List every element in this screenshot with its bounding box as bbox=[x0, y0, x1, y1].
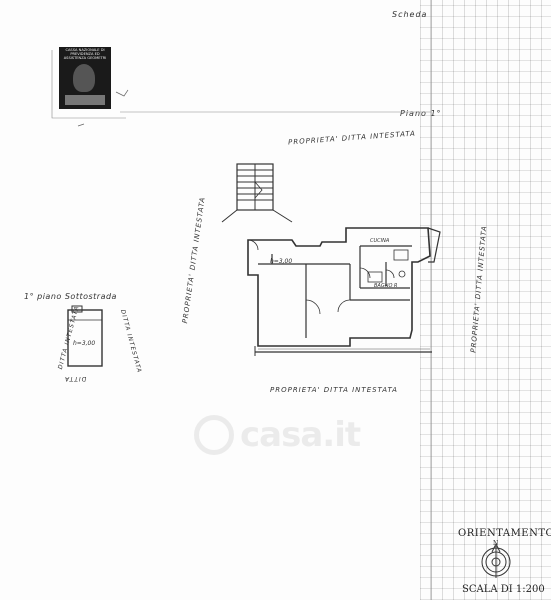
compass-rose bbox=[481, 542, 511, 578]
casa-it-watermark: casa.it bbox=[182, 405, 370, 465]
room-label-bagno: BAGNO R bbox=[374, 283, 398, 289]
logo-portrait bbox=[73, 64, 95, 92]
logo-text: CASSA NAZIONALE DI PREVIDENZA ED ASSISTE… bbox=[63, 48, 107, 60]
graph-paper-grid bbox=[420, 0, 551, 600]
scheda-label: Scheda bbox=[392, 10, 428, 19]
basement-label-bottom: DITTA bbox=[64, 375, 87, 382]
logo-frame bbox=[51, 50, 126, 119]
floor-label: Piano 1° bbox=[400, 109, 442, 118]
pen-mark bbox=[115, 89, 129, 97]
kitchen-fixtures bbox=[367, 249, 409, 283]
scale-label: SCALA DI 1:200 bbox=[462, 584, 545, 595]
basement-title: 1° piano Sottostrada bbox=[24, 292, 117, 301]
door-swings bbox=[247, 239, 395, 315]
room-height-label: h=3,00 bbox=[270, 258, 293, 265]
room-label-cucina: CUCINA bbox=[370, 238, 390, 244]
cassa-geometri-logo: CASSA NAZIONALE DI PREVIDENZA ED ASSISTE… bbox=[59, 47, 111, 109]
boundary-label-bottom: PROPRIETA' DITTA INTESTATA bbox=[270, 386, 398, 394]
orientation-title: ORIENTAMENTO bbox=[458, 528, 551, 539]
interior-walls bbox=[258, 245, 412, 338]
watermark-text: casa.it bbox=[240, 415, 361, 455]
north-indicator: N bbox=[493, 540, 499, 547]
staircase bbox=[221, 163, 293, 223]
basement-height-label: h=3,00 bbox=[73, 340, 96, 347]
logo-base bbox=[65, 95, 105, 105]
apartment-outline bbox=[247, 227, 441, 356]
basement-unit bbox=[67, 305, 103, 367]
watermark-home-icon bbox=[194, 415, 234, 455]
pen-mark-2 bbox=[77, 123, 85, 127]
